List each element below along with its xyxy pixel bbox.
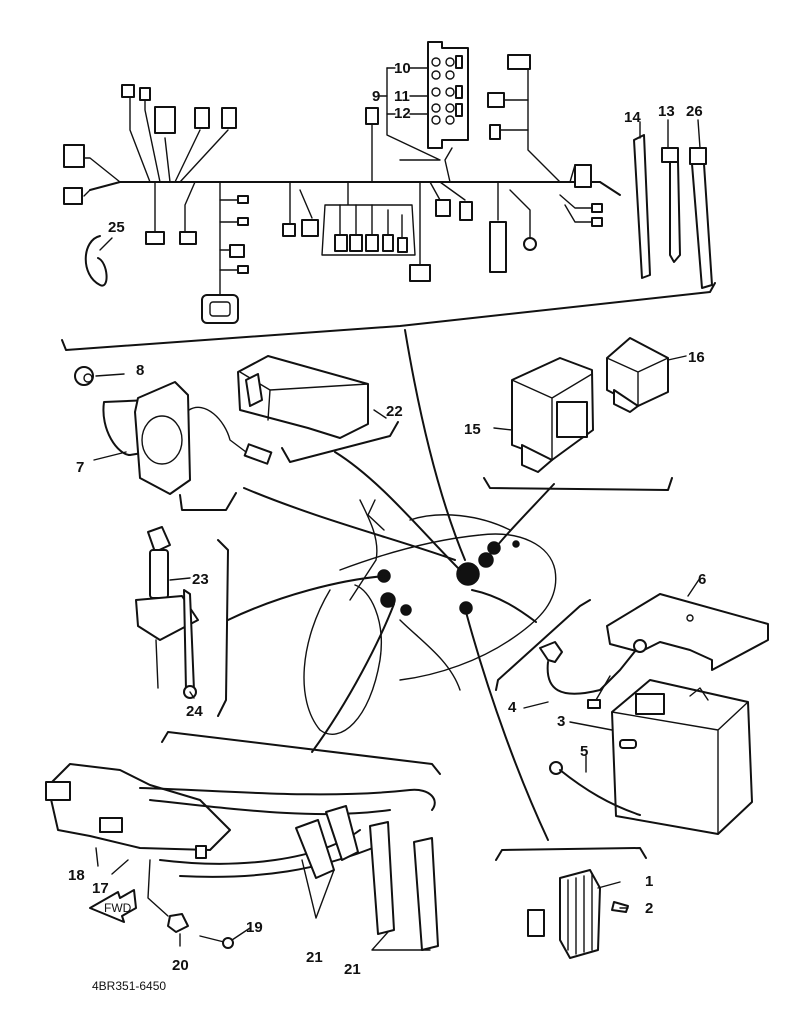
callout-7: 7	[76, 459, 84, 476]
spark-plug-caps	[295, 805, 439, 951]
callout-21a: 21	[306, 949, 323, 966]
callout-24: 24	[186, 703, 203, 720]
callout-19: 19	[246, 919, 263, 936]
callout-21b: 21	[344, 961, 361, 978]
callout-17: 17	[92, 880, 109, 897]
callout-11: 11	[394, 88, 410, 105]
battery	[611, 679, 753, 835]
drawing-code: 4BR351-6450	[92, 979, 166, 993]
cable-tie-26	[689, 147, 713, 289]
callout-labels: 1 2 3 4 5 6 7 8 9 10 11 12 13 14 15 16 1…	[68, 60, 706, 978]
band-25	[84, 235, 108, 287]
callout-14: 14	[624, 109, 641, 126]
callout-13: 13	[658, 103, 675, 120]
clamp-20	[147, 859, 189, 933]
fuse-box	[427, 41, 469, 149]
callout-16: 16	[688, 349, 705, 366]
leader-lines	[227, 329, 555, 841]
wire-harness	[61, 41, 716, 351]
motorcycle-frame	[303, 499, 557, 735]
fwd-arrow-text: FWD	[104, 901, 132, 915]
callout-22: 22	[386, 403, 403, 420]
callout-20: 20	[172, 957, 189, 974]
battery-negative-lead	[549, 761, 641, 816]
ignition-coils	[45, 731, 441, 878]
callout-6: 6	[698, 571, 706, 588]
callout-2: 2	[645, 900, 653, 917]
cable-tie-14	[633, 134, 651, 279]
callout-5: 5	[580, 743, 588, 760]
callout-8: 8	[136, 362, 144, 379]
callout-15: 15	[464, 421, 481, 438]
callout-1: 1	[645, 873, 653, 890]
callout-leaders	[93, 119, 701, 951]
battery-cover	[606, 593, 769, 671]
callout-3: 3	[557, 713, 565, 730]
callout-12: 12	[394, 105, 411, 122]
fwd-arrow: FWD	[89, 889, 137, 923]
callout-10: 10	[394, 60, 411, 77]
relay-15	[511, 357, 594, 473]
cable-tie-13	[661, 147, 681, 263]
callout-25: 25	[108, 219, 125, 236]
callout-4: 4	[508, 699, 517, 716]
callout-26: 26	[686, 103, 703, 120]
battery-positive-lead	[539, 639, 647, 709]
rectifier-regulator	[527, 869, 629, 959]
bolt-19	[199, 935, 234, 949]
horn	[74, 366, 273, 495]
callout-23: 23	[192, 571, 209, 588]
main-switch	[135, 526, 199, 699]
callout-18: 18	[68, 867, 85, 884]
callout-9: 9	[372, 88, 380, 105]
flasher-16	[606, 337, 669, 413]
cdi-unit	[237, 355, 369, 439]
